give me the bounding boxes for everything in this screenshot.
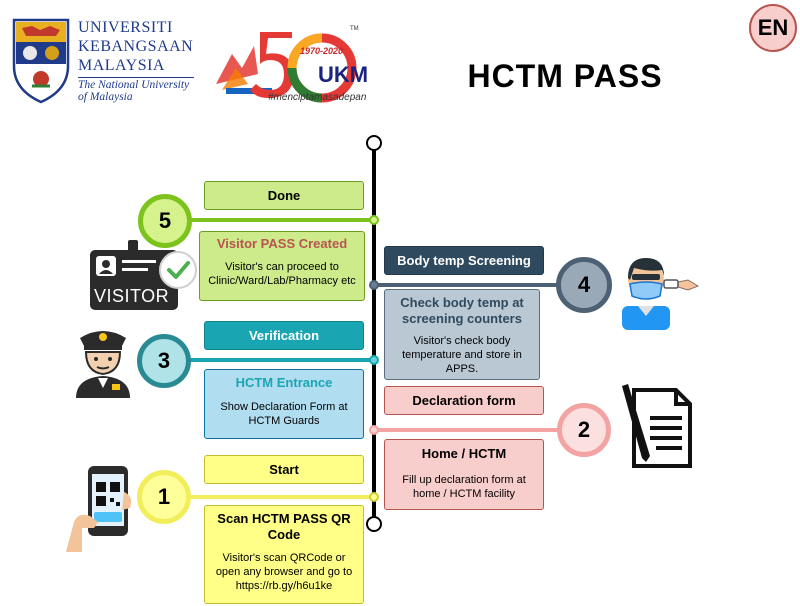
step3-detail-box: HCTM Entrance Show Declaration Form at H… (204, 369, 364, 439)
step3-label-box: Verification (204, 321, 364, 350)
anniversary-ukm: UKM (318, 62, 369, 87)
step5-connector (190, 218, 374, 222)
step5-timeline-dot (369, 215, 379, 225)
step4-connector (374, 283, 560, 287)
step1-timeline-dot (369, 492, 379, 502)
uni-name-line2: KEBANGSAAN (78, 38, 194, 55)
step5-label-box: Done (204, 181, 364, 210)
step4-description: Visitor's check body temperature and sto… (402, 335, 522, 375)
step2-label-box: Declaration form (384, 386, 544, 415)
language-toggle-button[interactable]: EN (749, 4, 797, 52)
step5-detail-box: Visitor PASS Created Visitor's can proce… (199, 231, 365, 301)
step3-connector (190, 358, 374, 362)
step3-title: HCTM Entrance (235, 375, 333, 390)
anniversary-years: 1970-2020 (300, 46, 344, 56)
declaration-form-icon (620, 382, 696, 470)
step1-title: Scan HCTM PASS QR Code (217, 511, 351, 542)
step2-title: Home / HCTM (421, 446, 507, 461)
page-title: HCTM PASS (467, 58, 663, 94)
anniversary-tm: TM (350, 26, 359, 32)
step1-number-circle: 1 (137, 470, 191, 524)
ukm-crest-logo (10, 16, 72, 104)
ukm-name-logo-text: UNIVERSITI KEBANGSAAN MALAYSIA The Natio… (78, 18, 198, 103)
step4-number-circle: 4 (556, 257, 612, 313)
step2-description: Fill up declaration form at home / HCTM … (402, 474, 526, 500)
uni-name-line3: MALAYSIA (78, 57, 165, 74)
step2-timeline-dot (369, 425, 379, 435)
step3-timeline-dot (369, 355, 379, 365)
step4-title: Check body temp at screening counters (400, 295, 524, 326)
security-guard-icon (72, 324, 134, 398)
step1-label-box: Start (204, 455, 364, 484)
step4-detail-box: Check body temp at screening counters Vi… (384, 289, 540, 380)
step2-connector (374, 428, 560, 432)
anniversary-emblem (216, 32, 357, 103)
step5-title: Visitor PASS Created (216, 236, 348, 251)
step3-description: Show Declaration Form at HCTM Guards (220, 401, 348, 427)
step1-description: Visitor's scan QRCode or open any browse… (215, 552, 353, 592)
phone-qr-scan-icon (64, 462, 136, 552)
visitor-badge-text: VISITOR (94, 286, 170, 306)
step5-description: Visitor's can proceed to Clinic/Ward/Lab… (208, 261, 356, 287)
temperature-screening-icon (618, 250, 700, 330)
timeline-line (372, 142, 376, 522)
step2-number-circle: 2 (557, 403, 611, 457)
step5-number-circle: 5 (138, 194, 192, 248)
uni-sub-line2: of Malaysia (78, 91, 133, 103)
step4-timeline-dot (369, 280, 379, 290)
step2-detail-box: Home / HCTM Fill up declaration form at … (384, 439, 544, 510)
uni-sub-line1: The National University (78, 79, 190, 91)
uni-name-line1: UNIVERSITI (78, 19, 173, 36)
step3-number-circle: 3 (137, 334, 191, 388)
step1-connector (190, 495, 374, 499)
timeline-bottom-endpoint (366, 516, 382, 532)
step1-detail-box: Scan HCTM PASS QR Code Visitor's scan QR… (204, 505, 364, 604)
logo-divider (78, 77, 194, 78)
timeline-top-endpoint (366, 135, 382, 151)
step4-label-box: Body temp Screening (384, 246, 544, 275)
visitor-badge-icon: VISITOR (88, 238, 200, 312)
ukm-50-anniversary-logo: 1970-2020 TM UKM #menciptamasadepan (212, 24, 382, 106)
anniversary-hashtag: #menciptamasadepan (268, 92, 367, 103)
